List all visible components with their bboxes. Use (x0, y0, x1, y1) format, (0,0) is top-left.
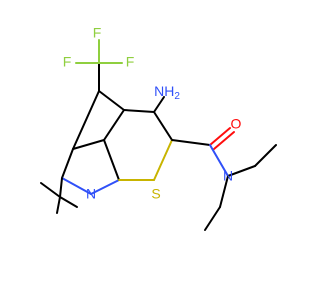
fluorine-label-right: F (126, 54, 135, 70)
fluorine-label-left: F (63, 54, 72, 70)
ring-n-bond-2 (90, 179, 120, 195)
ring-bond-4 (61, 148, 74, 179)
carbonyl-bond-2 (213, 131, 235, 150)
ring-nitrogen-label: N (86, 186, 96, 202)
ring-fusion-bond (103, 139, 120, 181)
ethyl-1-bond-2 (254, 144, 277, 167)
oxygen-label: O (231, 116, 242, 132)
tbutyl-methyl-3 (59, 196, 78, 208)
amine-label: NH2 (154, 83, 180, 102)
thiophene-bond-s-1 (153, 139, 173, 181)
carbonyl-bond-1 (209, 127, 231, 146)
molecule-canvas: F F F NH2 O N N S (40, 24, 277, 231)
ring-bond-3 (72, 139, 105, 150)
ethyl-2-bond-1 (219, 175, 229, 208)
amide-nitrogen-label: N (223, 168, 233, 184)
amide-n-bond (209, 144, 229, 177)
ethyl-2-bond-2 (204, 206, 221, 231)
ring-bond-2 (103, 109, 125, 141)
ring-bond-1 (98, 90, 125, 111)
sulfur-label: S (151, 186, 160, 202)
ethyl-1-bond-1 (227, 165, 256, 177)
thiophene-bond-1 (123, 109, 155, 113)
tbutyl-methyl-2 (56, 196, 61, 214)
fluorine-label-top: F (93, 25, 102, 41)
ring-n-bond-1 (61, 177, 92, 195)
tbutyl-methyl-1 (40, 182, 61, 198)
amide-c-bond (171, 139, 211, 146)
molecule-structure: F F F NH2 O N N S (40, 25, 277, 231)
tbutyl-bond (59, 177, 63, 198)
amino-bond (153, 96, 165, 113)
thiophene-bond-2 (153, 111, 173, 141)
ring-bond-5 (72, 90, 100, 150)
